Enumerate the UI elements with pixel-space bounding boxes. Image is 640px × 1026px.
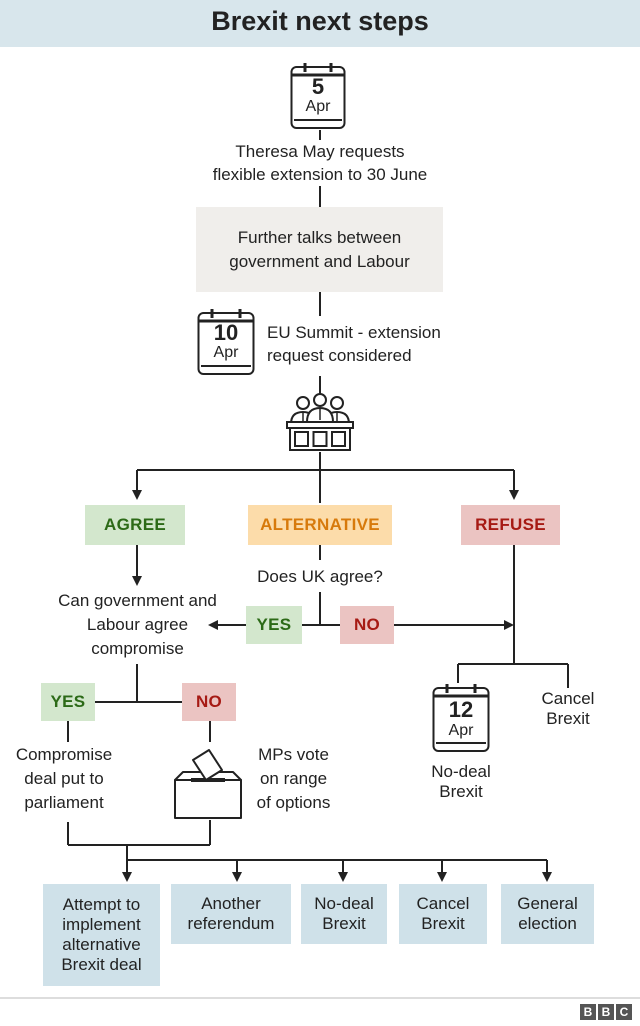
option-alternative-deal: Attempt to implement alternative Brexit … xyxy=(43,884,160,986)
alternative-label: ALTERNATIVE xyxy=(248,505,392,545)
compromise-yes-label: YES xyxy=(41,683,95,721)
calendar-day: 5 xyxy=(311,74,325,99)
calendar-day: 12 xyxy=(448,697,474,722)
calendar-month: Apr xyxy=(213,344,239,361)
agree-label: AGREE xyxy=(85,505,185,545)
calendar-month: Apr xyxy=(448,722,474,739)
does-uk-agree-text: Does UK agree? xyxy=(257,567,383,586)
calendar-day: 10 xyxy=(213,320,239,345)
compromise-no-label: NO xyxy=(182,683,236,721)
calendar-month: Apr xyxy=(305,98,331,115)
refuse-label: REFUSE xyxy=(461,505,560,545)
option-another-referendum: Another referendum xyxy=(171,884,291,944)
page-title: Brexit next steps xyxy=(211,6,429,36)
compromise-question-text: Can government and Labour agree compromi… xyxy=(58,591,217,658)
calendar-icon: 10 Apr xyxy=(197,308,255,376)
alt-no-label: NO xyxy=(340,606,394,644)
alt-yes-label: YES xyxy=(246,606,302,644)
option-general-election: General election xyxy=(501,884,594,944)
option-cancel-brexit: Cancel Brexit xyxy=(399,884,487,944)
eu-leaders-podium-icon xyxy=(285,392,355,454)
title-bar xyxy=(0,0,640,47)
option-no-deal: No-deal Brexit xyxy=(301,884,387,944)
calendar-icon: 12 Apr xyxy=(432,683,490,753)
ballot-box-icon xyxy=(173,746,243,822)
calendar-icon: 5 Apr xyxy=(290,62,346,130)
